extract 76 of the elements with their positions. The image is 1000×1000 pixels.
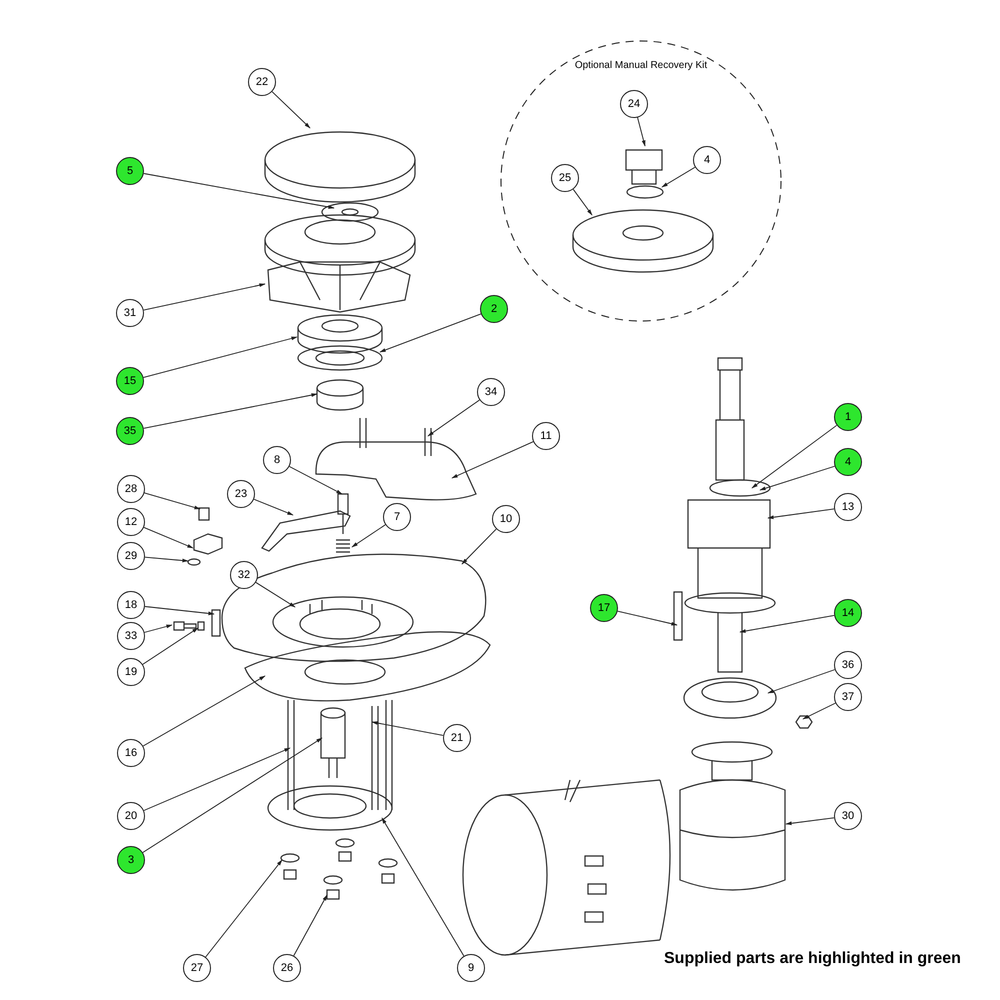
leader-line	[144, 492, 201, 510]
callout-number: 20	[117, 802, 145, 830]
leader-line	[637, 117, 646, 147]
callout-number: 16	[117, 739, 145, 767]
callout-number: 30	[834, 802, 862, 830]
leader-line	[382, 817, 464, 956]
leader-line	[371, 721, 444, 736]
callout-number: 8	[263, 446, 291, 474]
leader-line	[617, 610, 678, 626]
callout-number: 22	[248, 68, 276, 96]
leader-line	[142, 738, 323, 853]
leader-line	[205, 860, 282, 958]
leader-line	[144, 556, 189, 562]
callout-number: 29	[117, 542, 145, 570]
callout-number: 23	[227, 480, 255, 508]
leader-line	[144, 606, 215, 616]
leader-line	[752, 424, 838, 488]
leader-line	[143, 748, 291, 811]
callout-number: 13	[834, 493, 862, 521]
leader-line	[288, 466, 343, 494]
callout-number: 21	[443, 724, 471, 752]
callout-number: 2	[480, 295, 508, 323]
callout-number: 17	[590, 594, 618, 622]
kit-title: Optional Manual Recovery Kit	[574, 59, 708, 73]
leader-line	[255, 582, 296, 608]
callout-number: 32	[230, 561, 258, 589]
callout-number: 1	[834, 403, 862, 431]
callout-number: 12	[117, 508, 145, 536]
callout-number: 9	[457, 954, 485, 982]
leader-line	[254, 498, 294, 516]
callout-number: 4	[834, 448, 862, 476]
callout-number: 14	[834, 599, 862, 627]
callout-number: 4	[693, 146, 721, 174]
callout-number: 33	[117, 622, 145, 650]
callout-number: 31	[116, 299, 144, 327]
leader-line	[143, 283, 266, 310]
leader-line	[142, 676, 266, 746]
note-text: Supplied parts are highlighted in green	[664, 949, 961, 969]
leader-line	[293, 894, 328, 956]
leader-line	[143, 173, 335, 209]
callout-number: 18	[117, 591, 145, 619]
leader-line	[143, 393, 318, 429]
leader-line	[351, 524, 386, 548]
callout-number: 19	[117, 658, 145, 686]
callout-number: 10	[492, 505, 520, 533]
leader-line	[759, 466, 836, 490]
callout-number: 3	[117, 846, 145, 874]
callout-number: 36	[834, 651, 862, 679]
leader-line	[272, 91, 310, 128]
callout-number: 26	[273, 954, 301, 982]
leader-line	[661, 166, 696, 188]
callout-number: 11	[532, 422, 560, 450]
callout-number: 25	[551, 164, 579, 192]
leader-line	[427, 400, 480, 436]
callout-number: 37	[834, 683, 862, 711]
callout-number: 5	[116, 157, 144, 185]
leader-line	[572, 188, 592, 216]
callout-number: 35	[116, 417, 144, 445]
leader-line	[379, 314, 482, 352]
leader-line	[767, 669, 836, 694]
leader-line	[143, 336, 298, 378]
leader-line	[144, 624, 173, 633]
callout-number: 34	[477, 378, 505, 406]
callout-number: 7	[383, 503, 411, 531]
leader-line	[462, 528, 497, 564]
leader-line	[802, 702, 836, 720]
callout-number: 24	[620, 90, 648, 118]
leader-line	[451, 441, 534, 478]
leader-line	[739, 614, 835, 633]
callout-number: 15	[116, 367, 144, 395]
callout-number: 27	[183, 954, 211, 982]
leader-line	[143, 526, 194, 548]
leader-line	[142, 628, 199, 665]
callout-number: 28	[117, 475, 145, 503]
leader-line	[785, 817, 835, 826]
leader-line	[767, 508, 835, 520]
